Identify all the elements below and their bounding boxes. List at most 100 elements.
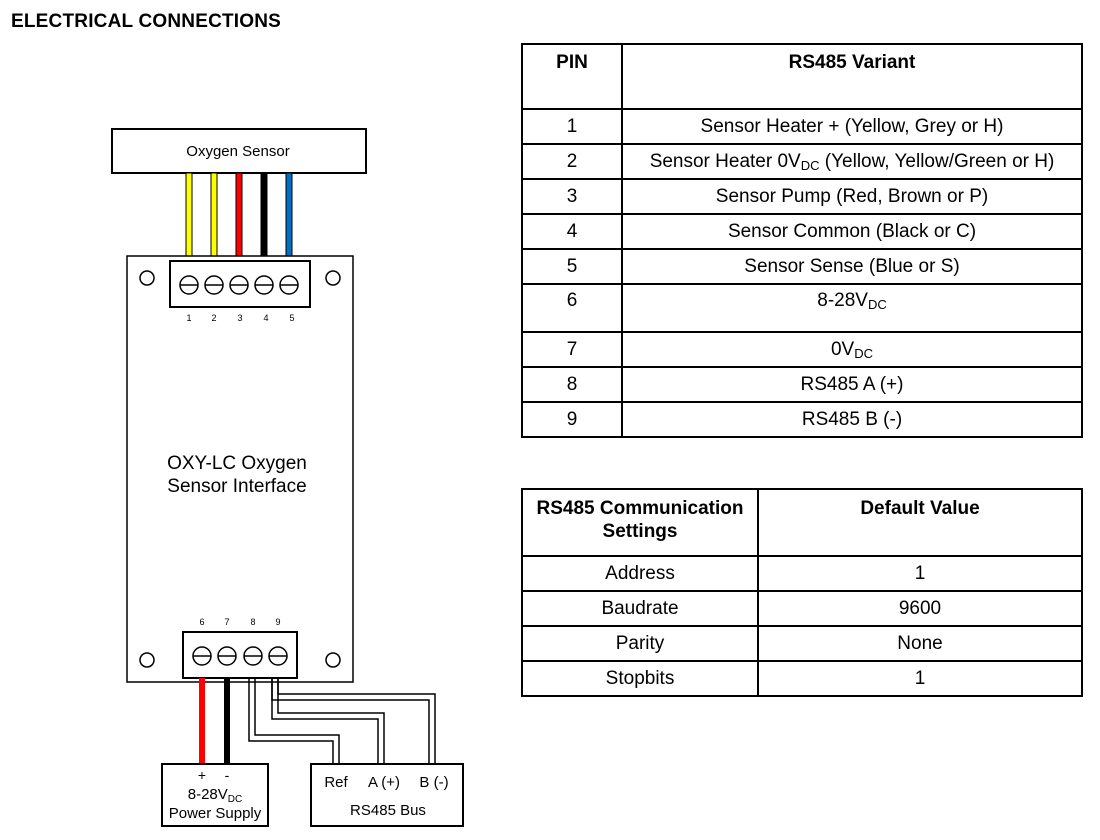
screw-8 xyxy=(243,646,263,666)
table-row: 6 8-28VDC xyxy=(521,283,1083,333)
terminal-number: 5 xyxy=(289,313,294,323)
wiring-diagram: Oxygen Sensor 1 2 3 4 5 OXY-LC Oxygen Se… xyxy=(111,128,464,827)
screw-3 xyxy=(229,275,249,295)
power-voltage-label: 8-28VDC xyxy=(188,786,242,805)
screw-7 xyxy=(217,646,237,666)
screw-4 xyxy=(254,275,274,295)
pin-number: 7 xyxy=(521,331,623,368)
wire-power-red xyxy=(199,678,205,764)
setting-value: 1 xyxy=(757,555,1083,592)
screw-6 xyxy=(192,646,212,666)
terminal-number: 7 xyxy=(224,617,229,627)
rs485-bus-label: RS485 Bus xyxy=(350,802,426,819)
table-row: 8 RS485 A (+) xyxy=(521,366,1083,403)
wire-ref-inner xyxy=(254,678,340,764)
pin-function: Sensor Common (Black or C) xyxy=(621,213,1083,250)
table-row: Baudrate 9600 xyxy=(521,590,1083,627)
oxygen-sensor-box xyxy=(111,128,367,174)
wire-a-inner xyxy=(277,678,385,764)
top-terminal-numbers: 1 2 3 4 5 xyxy=(186,313,294,323)
table-row: 3 Sensor Pump (Red, Brown or P) xyxy=(521,178,1083,215)
header-variant: RS485 Variant xyxy=(621,43,1083,110)
pin-function: Sensor Sense (Blue or S) xyxy=(621,248,1083,285)
pin-function: Sensor Heater + (Yellow, Grey or H) xyxy=(621,108,1083,145)
mount-hole-bottom-right xyxy=(325,652,341,668)
wire-b-inner xyxy=(277,678,436,764)
table-row: Stopbits 1 xyxy=(521,660,1083,697)
header-default-value: Default Value xyxy=(757,488,1083,557)
sensor-wires xyxy=(185,172,293,262)
power-supply-box xyxy=(161,763,269,827)
screw-5 xyxy=(279,275,299,295)
interface-label-line1: OXY-LC Oxygen xyxy=(167,453,307,474)
pin-function: RS485 A (+) xyxy=(621,366,1083,403)
table-row: Address 1 xyxy=(521,555,1083,592)
mount-hole-bottom-left xyxy=(139,652,155,668)
pin-table: PIN RS485 Variant 1 Sensor Heater + (Yel… xyxy=(521,43,1083,438)
mount-hole-top-left xyxy=(139,270,155,286)
mount-hole-top-right xyxy=(325,270,341,286)
pin-number: 5 xyxy=(521,248,623,285)
pin-number: 1 xyxy=(521,108,623,145)
table-row: 5 Sensor Sense (Blue or S) xyxy=(521,248,1083,285)
bus-ref-label: Ref xyxy=(324,774,348,791)
pin-function: Sensor Pump (Red, Brown or P) xyxy=(621,178,1083,215)
screw-1 xyxy=(179,275,199,295)
table-row: 4 Sensor Common (Black or C) xyxy=(521,213,1083,250)
oxygen-sensor-label: Oxygen Sensor xyxy=(186,143,289,160)
wire-black xyxy=(260,172,268,262)
terminal-number: 6 xyxy=(199,617,204,627)
pin-function: 0VDC xyxy=(621,331,1083,368)
pin-number: 8 xyxy=(521,366,623,403)
wire-yellow-2 xyxy=(210,172,218,262)
setting-name: Baudrate xyxy=(521,590,759,627)
power-minus-label: - xyxy=(225,767,230,783)
top-terminal-screws xyxy=(179,275,299,295)
table-row: Parity None xyxy=(521,625,1083,662)
setting-name: Parity xyxy=(521,625,759,662)
wire-red xyxy=(235,172,243,262)
setting-name: Stopbits xyxy=(521,660,759,697)
table-row: 7 0VDC xyxy=(521,331,1083,368)
bus-a-label: A (+) xyxy=(368,774,400,791)
pin-number: 4 xyxy=(521,213,623,250)
bus-b-label: B (-) xyxy=(419,774,448,791)
terminal-number: 8 xyxy=(250,617,255,627)
bus-wires xyxy=(248,678,436,764)
wire-power-black xyxy=(224,678,230,764)
pin-number: 9 xyxy=(521,401,623,438)
setting-value: None xyxy=(757,625,1083,662)
wire-blue xyxy=(285,172,293,262)
terminal-number: 9 xyxy=(275,617,280,627)
interface-label-line2: Sensor Interface xyxy=(167,476,306,497)
bottom-terminal-screws xyxy=(192,646,288,666)
page-title: ELECTRICAL CONNECTIONS xyxy=(11,11,282,32)
pin-table-header: PIN RS485 Variant xyxy=(521,43,1083,110)
wire-yellow-1 xyxy=(185,172,193,262)
pin-number: 2 xyxy=(521,143,623,180)
power-supply-label: Power Supply xyxy=(169,805,262,822)
pin-function: Sensor Heater 0VDC (Yellow, Yellow/Green… xyxy=(621,143,1083,180)
interface-board xyxy=(126,255,354,683)
pin-number: 3 xyxy=(521,178,623,215)
terminal-number: 3 xyxy=(237,313,242,323)
power-plus-label: + xyxy=(198,767,206,783)
setting-value: 9600 xyxy=(757,590,1083,627)
terminal-number: 4 xyxy=(263,313,268,323)
wire-ref-outer xyxy=(248,678,334,764)
rs485-bus-box xyxy=(310,763,464,827)
screw-9 xyxy=(268,646,288,666)
setting-name: Address xyxy=(521,555,759,592)
screw-2 xyxy=(204,275,224,295)
table-row: 9 RS485 B (-) xyxy=(521,401,1083,438)
setting-value: 1 xyxy=(757,660,1083,697)
terminal-number: 2 xyxy=(211,313,216,323)
terminal-number: 1 xyxy=(186,313,191,323)
header-pin: PIN xyxy=(521,43,623,110)
bottom-terminal-numbers: 6 7 8 9 xyxy=(199,617,280,627)
pin-function: 8-28VDC xyxy=(621,283,1083,333)
table-row: 2 Sensor Heater 0VDC (Yellow, Yellow/Gre… xyxy=(521,143,1083,180)
